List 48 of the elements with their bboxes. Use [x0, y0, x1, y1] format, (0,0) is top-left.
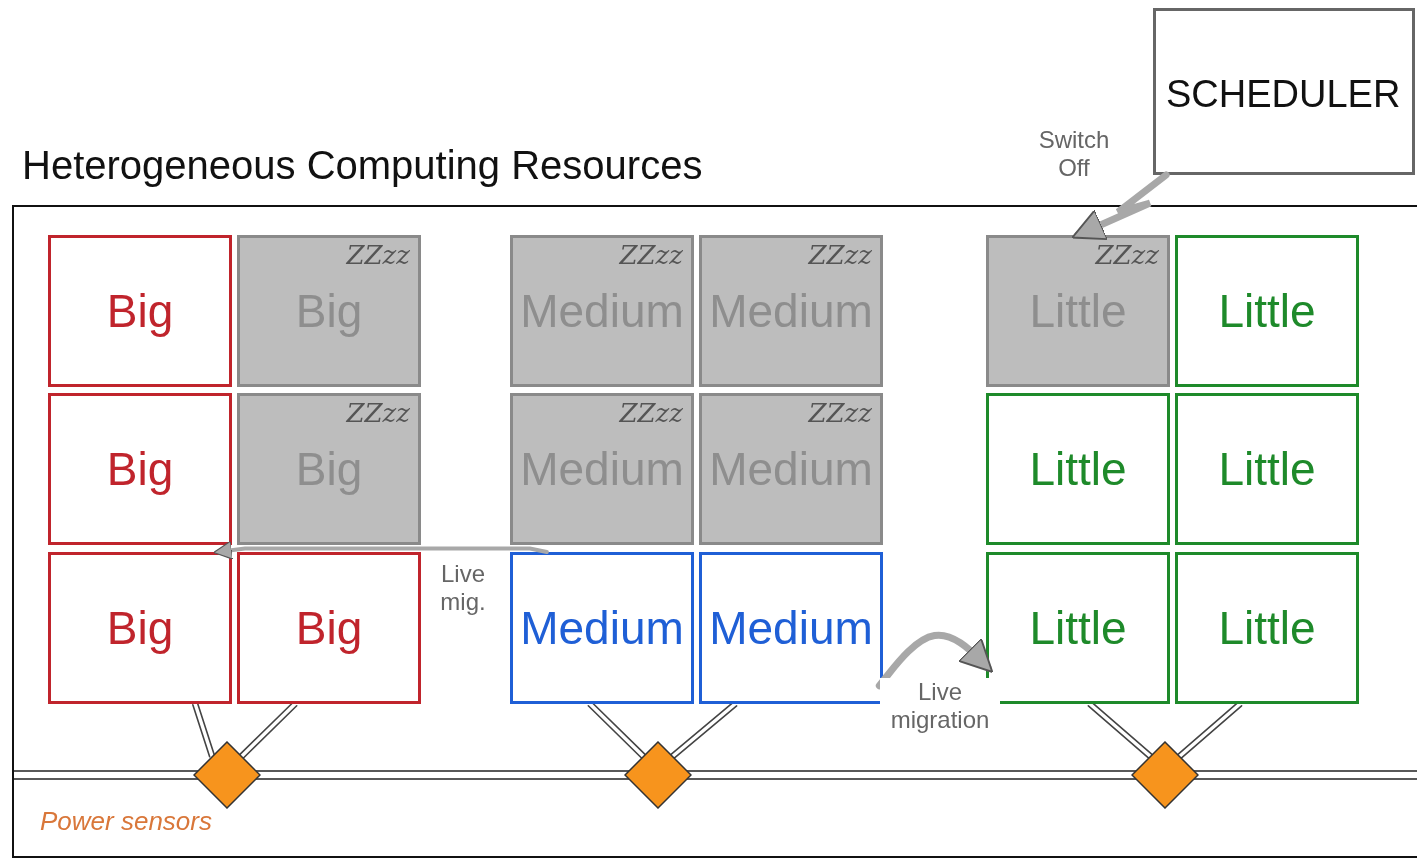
- power-sensor-diamond: [1131, 741, 1199, 809]
- core-box: [986, 393, 1170, 545]
- sleep-mark: ZZzz: [1095, 240, 1159, 270]
- core-label: Little: [1029, 601, 1127, 655]
- core-label: Little: [1029, 442, 1127, 496]
- core-label: Big: [106, 442, 174, 496]
- core-box: [48, 393, 232, 545]
- core-box: [48, 235, 232, 387]
- core-box: [1175, 552, 1359, 704]
- sleep-mark: ZZzz: [808, 398, 872, 428]
- section-title: Heterogeneous Computing Resources: [22, 143, 703, 188]
- sleep-mark: ZZzz: [346, 240, 410, 270]
- core-box: [510, 552, 694, 704]
- scheduler-box: [1153, 8, 1415, 175]
- core-label: Big: [106, 284, 174, 338]
- core-label: Medium: [709, 601, 873, 655]
- sleeping-core-box: [510, 393, 694, 545]
- core-label: Medium: [520, 601, 684, 655]
- migration-arrow: [875, 631, 994, 690]
- power-sensor-diamond: [193, 741, 261, 809]
- sleep-mark: ZZzz: [808, 240, 872, 270]
- core-label: Little: [1218, 601, 1316, 655]
- migration-arrow: [213, 540, 549, 560]
- core-box: [1175, 235, 1359, 387]
- core-label: Big: [106, 601, 174, 655]
- core-box: [1175, 393, 1359, 545]
- edge-label: Live migration: [880, 678, 1000, 734]
- sleep-mark: ZZzz: [619, 240, 683, 270]
- sleeping-core-box: [699, 235, 883, 387]
- scheduler-label: SCHEDULER: [1166, 73, 1401, 116]
- sleep-mark: ZZzz: [346, 398, 410, 428]
- core-box: [699, 552, 883, 704]
- power-sensor-diamond: [624, 741, 692, 809]
- sleeping-core-box: [237, 393, 421, 545]
- note-label: Power sensors: [40, 806, 212, 837]
- core-box: [237, 552, 421, 704]
- migration-arrow: [1071, 171, 1170, 241]
- sleeping-core-box: [699, 393, 883, 545]
- sensor-link: [192, 702, 216, 758]
- sleeping-core-box: [986, 235, 1170, 387]
- core-label: Little: [1218, 284, 1316, 338]
- core-label: Little: [1218, 442, 1316, 496]
- sleeping-core-box: [510, 235, 694, 387]
- core-box: [48, 552, 232, 704]
- sleep-mark: ZZzz: [619, 398, 683, 428]
- core-box: [986, 552, 1170, 704]
- sleeping-core-box: [237, 235, 421, 387]
- core-label: Big: [295, 601, 363, 655]
